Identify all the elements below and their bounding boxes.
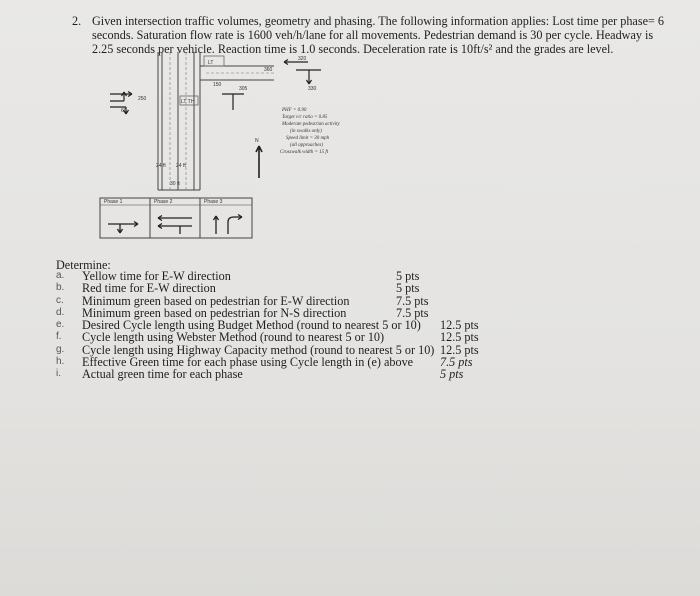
- list-item: b. Red time for E-W direction 5 pts: [56, 281, 696, 296]
- movement-arrow: [222, 93, 244, 110]
- volume-label: 360: [264, 67, 273, 73]
- intersection-diagram: LT LT TH 320 360 150 305 330 250 60 N 24…: [99, 52, 341, 239]
- movement-arrow: [110, 91, 128, 102]
- volume-label: 305: [239, 86, 248, 92]
- note-line: (all approaches): [290, 143, 323, 148]
- problem-text: Given intersection traffic volumes, geom…: [92, 14, 667, 56]
- item-letter: g.: [56, 343, 65, 355]
- item-text: Effective Green time for each phase usin…: [82, 355, 414, 370]
- item-points: 12.5 pts: [440, 318, 479, 333]
- item-letter: b.: [56, 282, 65, 294]
- note-line: Speed limit = 30 mph: [286, 136, 330, 141]
- item-letter: a.: [56, 270, 65, 281]
- note-line: (in xwalks only): [290, 129, 322, 134]
- movement-arrow: [110, 90, 133, 98]
- volume-label: 330: [308, 86, 317, 92]
- phase-2-arrow-icon: [157, 214, 192, 234]
- item-text: Red time for E-W direction: [82, 281, 216, 296]
- determine-heading: Determine:: [56, 258, 111, 272]
- note-line: PHF = 0.90: [281, 108, 307, 113]
- list-item: e. Desired Cycle length using Budget Met…: [56, 318, 696, 333]
- lane-box: [179, 95, 199, 106]
- phase-3-arrow-icon: [212, 213, 243, 234]
- list-item: g. Cycle length using Highway Capacity m…: [56, 342, 696, 357]
- item-text: Minimum green based on pedestrian for N-…: [82, 305, 347, 320]
- problem-line: Given intersection traffic volumes, geom…: [92, 14, 664, 28]
- movement-arrow: [283, 58, 308, 66]
- phase-label: Phase 2: [154, 199, 173, 205]
- item-letter: c.: [56, 294, 64, 306]
- lane-label: LT: [208, 60, 213, 66]
- item-letter: i.: [56, 368, 61, 380]
- item-letter: e.: [56, 319, 65, 331]
- lane-box: [203, 55, 225, 67]
- volume-label: 150: [213, 82, 222, 88]
- note-line: Moderate pedestrian activity: [281, 122, 341, 127]
- item-text: Yellow time for E-W direction: [82, 269, 231, 283]
- problem-number: 2.: [72, 14, 82, 28]
- list-item: d. Minimum green based on pedestrian for…: [56, 305, 696, 320]
- phase-1-arrow-icon: [108, 220, 139, 234]
- list-item: c. Minimum green based on pedestrian for…: [56, 293, 696, 308]
- problem-line: seconds. Saturation flow rate is 1600 ve…: [92, 28, 654, 42]
- lane-label: LT TH: [181, 99, 195, 105]
- dimension-label: 24 ft: [156, 163, 166, 169]
- list-item: h. Effective Green time for each phase u…: [56, 355, 696, 370]
- item-points: 5 pts: [440, 367, 464, 382]
- item-text: Cycle length using Webster Method (round…: [82, 330, 385, 345]
- movement-arrow: [296, 69, 321, 85]
- item-points: 7.5 pts: [396, 293, 429, 308]
- item-points: 12.5 pts: [440, 330, 479, 345]
- item-points: 12.5 pts: [440, 342, 479, 357]
- problem-line: 2.25 seconds per vehicle. Reaction time …: [92, 42, 614, 56]
- item-letter: f.: [56, 331, 62, 343]
- dimension-label: 24 ft: [176, 163, 186, 169]
- item-text: Cycle length using Highway Capacity meth…: [82, 342, 435, 357]
- north-arrow-icon: [255, 145, 263, 178]
- item-text: Desired Cycle length using Budget Method…: [82, 318, 421, 333]
- item-points: 7.5 pts: [396, 305, 429, 320]
- intersection-figure: LT LT TH 320 360 150 305 330 250 60 N 24…: [96, 52, 376, 242]
- phase-label: Phase 3: [204, 199, 223, 205]
- item-points: 5 pts: [396, 269, 420, 283]
- list-item: i. Actual green time for each phase 5 pt…: [56, 367, 696, 382]
- volume-label: 250: [138, 96, 147, 102]
- phase-label: Phase 1: [104, 199, 123, 205]
- item-text: Minimum green based on pedestrian for E-…: [82, 293, 350, 308]
- movement-arrow: [110, 106, 130, 115]
- note-line: Crosswalk width = 15 ft: [280, 150, 329, 155]
- item-text: Actual green time for each phase: [82, 367, 243, 382]
- item-letter: d.: [56, 306, 65, 318]
- list-item: f. Cycle length using Webster Method (ro…: [56, 330, 696, 345]
- item-points: 5 pts: [396, 281, 420, 296]
- list-item: a. Yellow time for E-W direction 5 pts: [56, 269, 696, 283]
- dimension-label: 30 ft: [170, 181, 180, 187]
- item-points: 7.5 pts: [440, 355, 473, 370]
- north-label: N: [255, 138, 259, 144]
- item-letter: h.: [56, 356, 65, 368]
- note-line: Target v/c ratio = 0.85: [282, 115, 328, 120]
- phase-diagram: Phase 1 Phase 2 Phase 3: [99, 197, 253, 239]
- question-list: a. Yellow time for E-W direction 5 pts b…: [56, 270, 696, 381]
- volume-label: 320: [298, 56, 307, 62]
